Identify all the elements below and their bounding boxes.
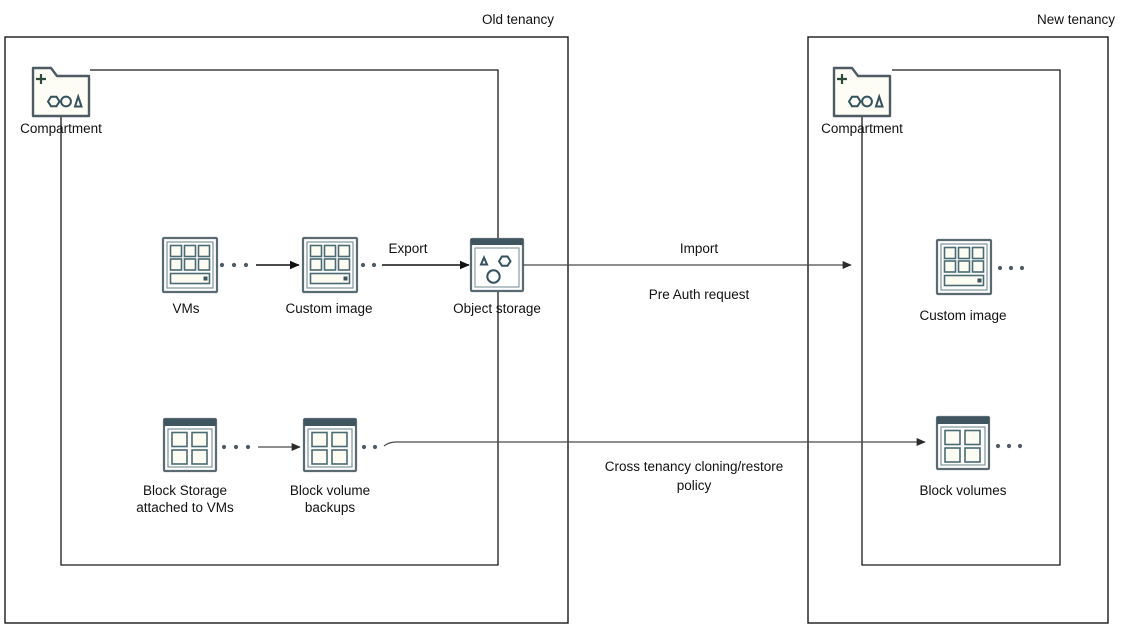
vm-grid-icon-custom-image-old: [301, 236, 359, 294]
new-tenancy-label: New tenancy: [1037, 12, 1115, 27]
edge-label-cross-tenancy-line2: policy: [677, 478, 712, 493]
new-tenancy-group: New tenancy Compartment: [807, 12, 1115, 624]
ellipsis-dot: [1006, 443, 1012, 449]
ellipsis-dot: [360, 262, 366, 268]
edge-object-storage-to-new-tenancy: Import Pre Auth request: [523, 241, 852, 302]
old-tenancy-label: Old tenancy: [482, 12, 554, 27]
old-compartment-label: Compartment: [20, 121, 102, 136]
old-compartment-boundary: [60, 69, 499, 566]
ellipsis-dot: [372, 444, 378, 450]
ellipsis-dot: [995, 443, 1001, 449]
ellipsis-dot: [231, 262, 237, 268]
node-label-block-storage-line1: Block Storage: [143, 483, 227, 498]
node-label-custom-image-old: Custom image: [285, 301, 372, 316]
node-block-volumes-new[interactable]: Block volumes: [919, 415, 1023, 498]
node-label-block-storage-line2: attached to VMs: [136, 500, 234, 515]
ellipsis-dot: [243, 262, 249, 268]
edge-vms-to-custom-image: [219, 260, 300, 270]
node-vms[interactable]: VMs: [161, 236, 219, 316]
edge-label-pre-auth-request: Pre Auth request: [649, 287, 750, 302]
edge-backups-to-block-volumes: Cross tenancy cloning/restore policy: [361, 437, 926, 493]
vm-grid-icon-custom-image-new: [935, 238, 993, 296]
edge-block-storage-to-backups: [221, 442, 301, 452]
node-block-storage[interactable]: Block Storage attached to VMs: [136, 417, 234, 515]
compartment-folder-icon-new: [832, 66, 892, 118]
arrow-cross-tenancy: [383, 437, 926, 447]
ellipsis-dot: [1008, 265, 1014, 271]
node-label-block-volumes-new: Block volumes: [919, 483, 1006, 498]
edge-label-import: Import: [680, 241, 719, 256]
node-object-storage[interactable]: Object storage: [453, 237, 541, 316]
new-compartment-boundary: [861, 69, 1061, 566]
node-block-volume-backups[interactable]: Block volume backups: [290, 417, 370, 515]
node-label-vms: VMs: [173, 301, 200, 316]
ellipsis-dot: [219, 262, 225, 268]
object-storage-icon: [469, 237, 525, 293]
ellipsis-dot: [245, 444, 251, 450]
edge-custom-image-to-object-storage: Export: [360, 241, 470, 270]
ellipsis-dot: [221, 444, 227, 450]
compartment-folder-icon-old: [31, 66, 91, 118]
block-volume-icon-new: [935, 415, 991, 471]
new-tenancy-boundary: [807, 36, 1109, 624]
ellipsis-dot: [1017, 443, 1023, 449]
edge-label-cross-tenancy-line1: Cross tenancy cloning/restore: [605, 459, 784, 474]
edge-label-export: Export: [388, 241, 427, 256]
node-label-backups-line1: Block volume: [290, 483, 370, 498]
ellipsis-dot: [997, 265, 1003, 271]
node-label-custom-image-new: Custom image: [919, 308, 1006, 323]
ellipsis-dot: [361, 444, 367, 450]
block-volume-icon-backups: [302, 417, 358, 473]
block-volume-icon-block-storage: [162, 417, 218, 473]
vm-grid-icon-vms: [161, 236, 219, 294]
ellipsis-dot: [233, 444, 239, 450]
node-custom-image-new[interactable]: Custom image: [919, 238, 1025, 323]
ellipsis-dot: [1019, 265, 1025, 271]
old-tenancy-group: Old tenancy Compartment: [4, 12, 569, 624]
node-custom-image-old[interactable]: Custom image: [285, 236, 373, 316]
ellipsis-dot: [371, 262, 377, 268]
node-label-backups-line2: backups: [305, 500, 356, 515]
old-tenancy-boundary: [4, 36, 569, 624]
node-label-object-storage: Object storage: [453, 301, 541, 316]
new-compartment-label: Compartment: [821, 121, 903, 136]
